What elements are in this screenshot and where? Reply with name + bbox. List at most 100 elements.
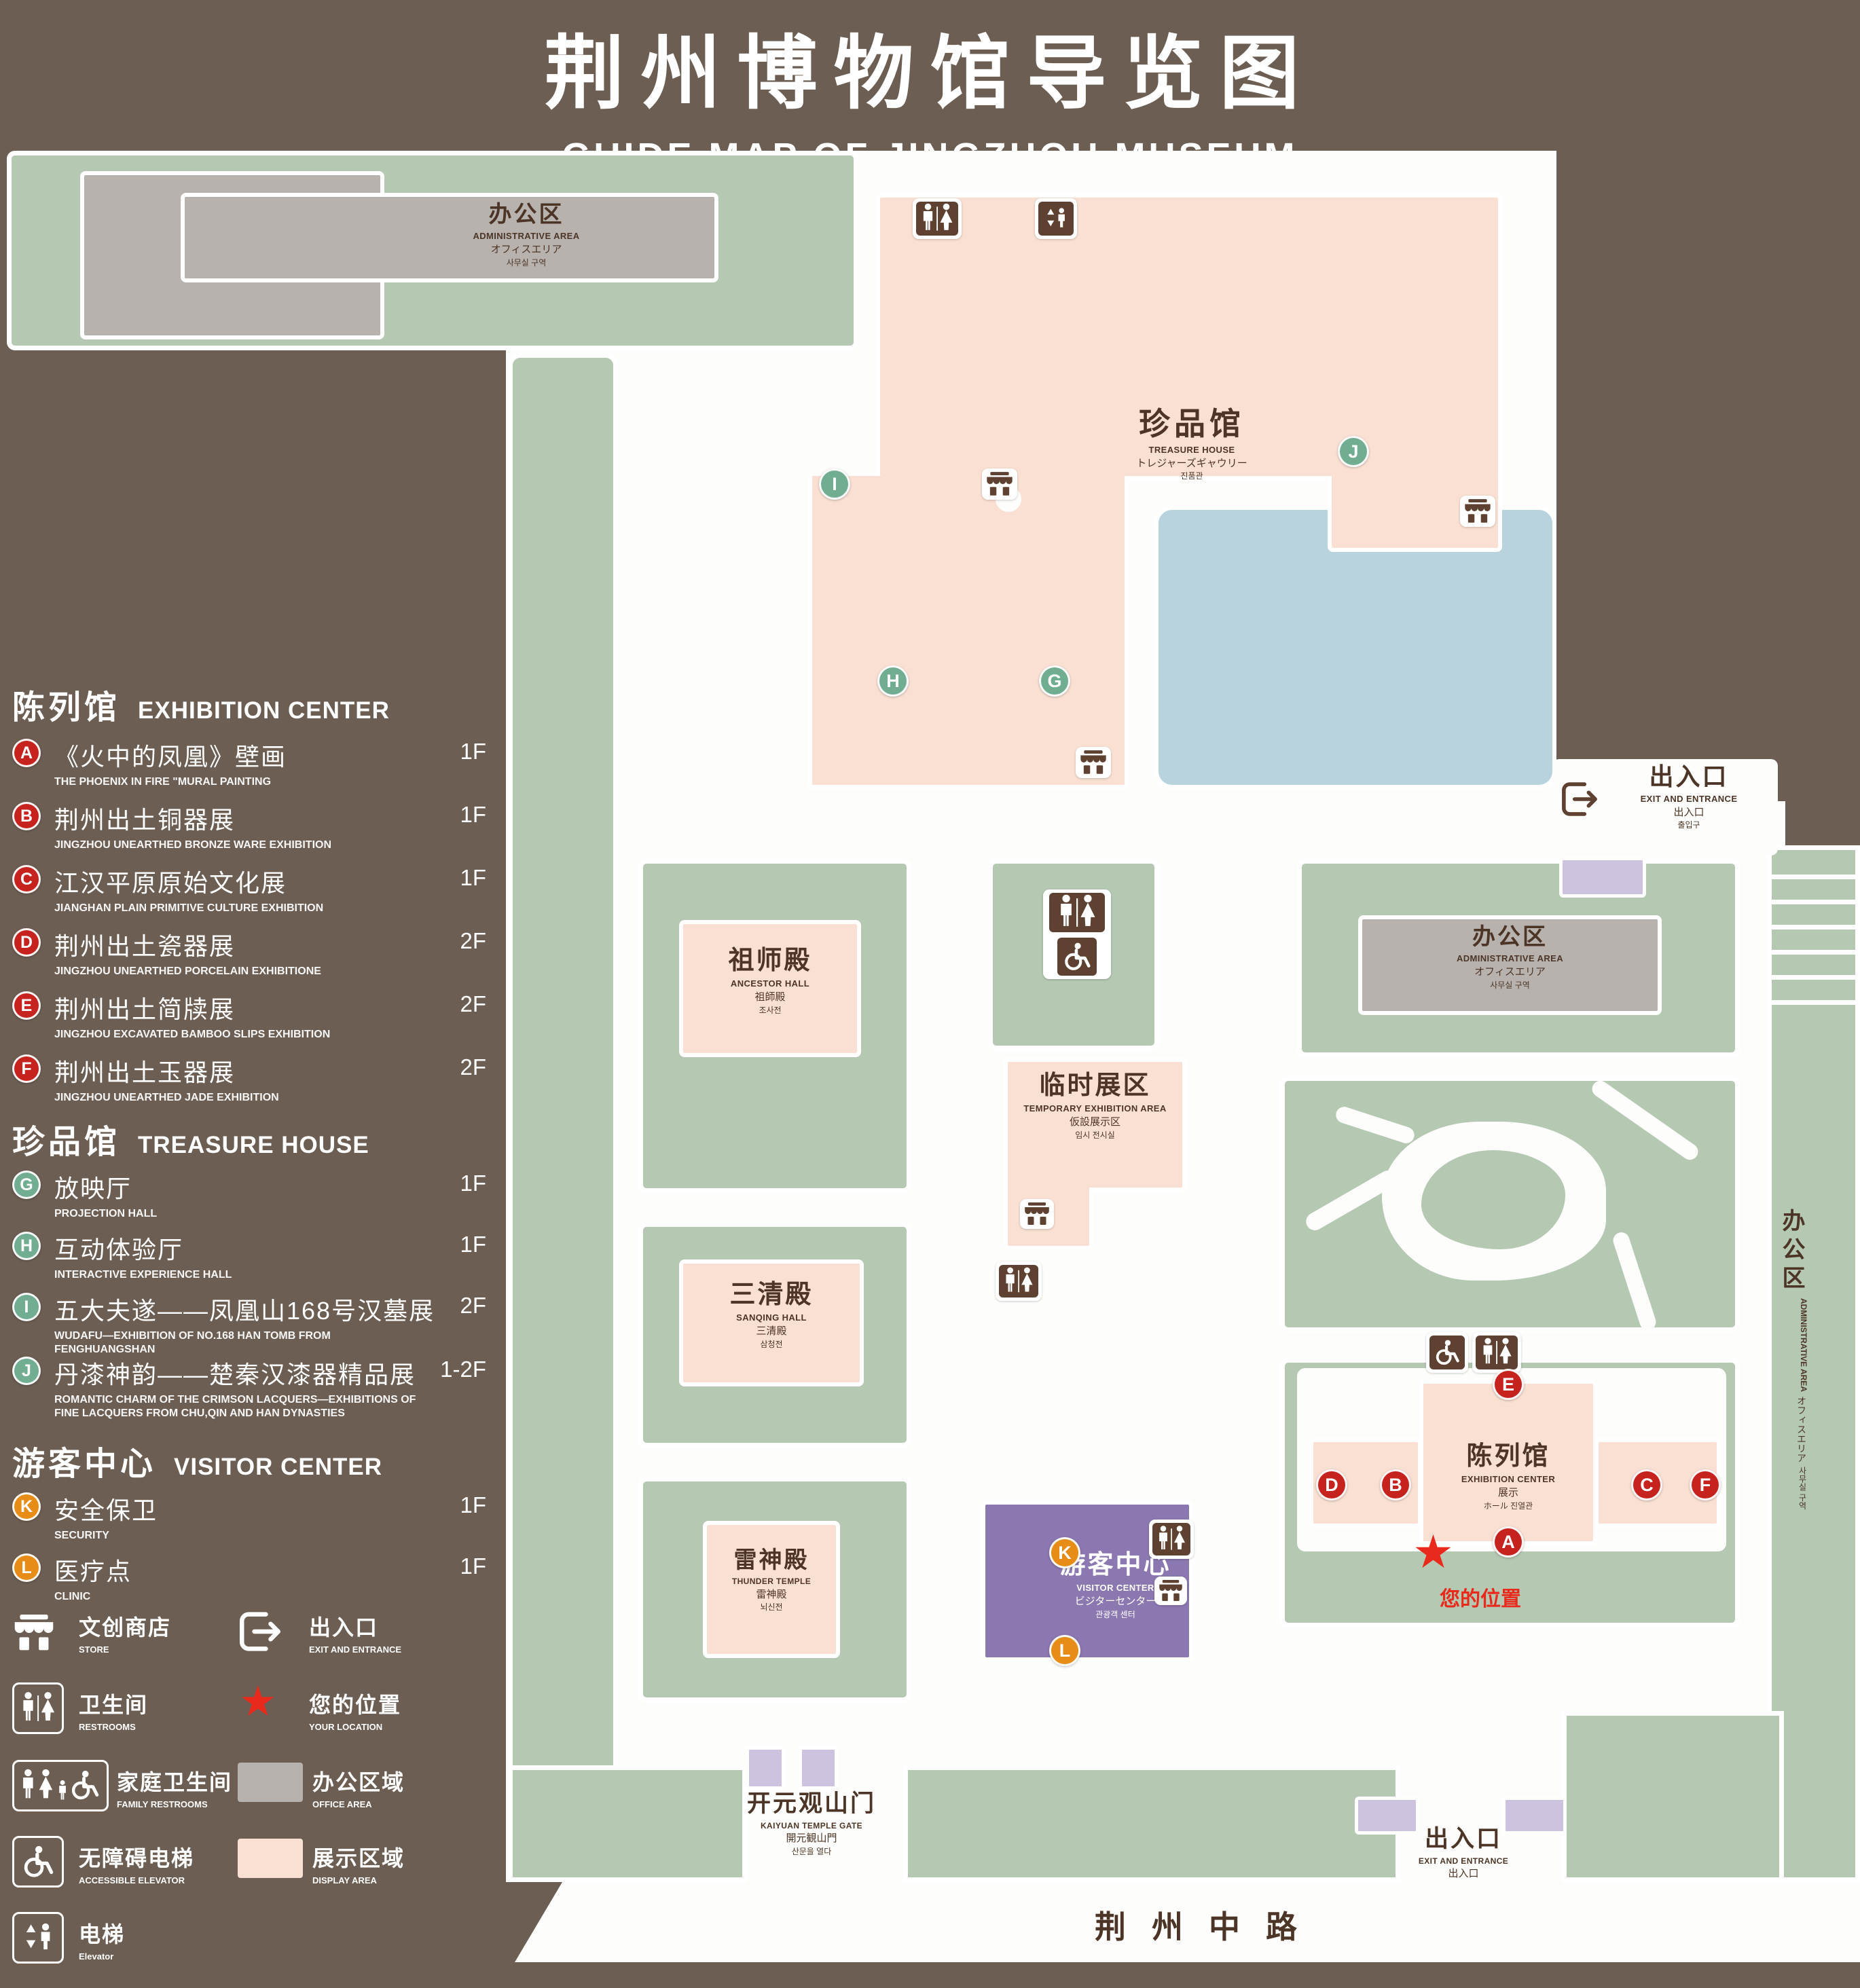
treasure-label-ja: トレジャーズギャウリー [1136, 457, 1247, 469]
legend-item-d: D 荆州出土瓷器展 JINGZHOU UNEARTHED PORCELAIN E… [12, 927, 501, 978]
office-area-swatch [238, 1763, 303, 1802]
east-strip-steps [1772, 854, 1855, 1006]
map-marker-g: G [1039, 665, 1070, 697]
thunder-label-ja: 雷神殿 [756, 1589, 787, 1601]
thunder-temple-building [703, 1521, 840, 1658]
legend-display-label: 展示区域 DISPLAY AREA [312, 1841, 405, 1885]
elevator-icon [12, 1912, 64, 1964]
legend-store-label: 文创商店 STORE [79, 1610, 171, 1655]
treasure-house-main [876, 194, 1502, 480]
visitor-label-en: VISITOR CENTER [1076, 1583, 1154, 1594]
admin-mid-label: 办公区 ADMINISTRATIVE AREA オフィスエリア 사무실 구역 [1358, 923, 1662, 990]
visitor-label-ko: 관광객 센터 [1095, 1609, 1135, 1619]
admin-mid-label-zh: 办公区 [1472, 924, 1548, 950]
legend-item-en: JINGZHOU EXCAVATED BAMBOO SLIPS EXHIBITI… [54, 1029, 331, 1040]
legend-restroom-label: 卫生间 RESTROOMS [79, 1688, 148, 1732]
thunder-label-en: THUNDER TEMPLE [731, 1577, 812, 1587]
temporary-store-badge [1020, 1199, 1054, 1229]
legend-item-zh: 荆州出土玉器展 [54, 1059, 236, 1086]
legend-section-visitor: 游客中心 VISITOR CENTER [12, 1437, 382, 1484]
map-marker-l: L [1049, 1635, 1080, 1666]
thunder-temple-island [638, 1477, 911, 1702]
symbol-en: EXIT AND ENTRANCE [309, 1644, 402, 1655]
south-exit-booth-west [1355, 1797, 1419, 1835]
temporary-label: 临时展区 TEMPORARY EXHIBITION AREA 仮設展示区 임시 … [1004, 1070, 1186, 1140]
south-west-green [508, 1765, 747, 1882]
map-marker-k: K [1049, 1537, 1080, 1568]
admin-nw-label-en: ADMINISTRATIVE AREA [473, 231, 580, 242]
legend-item-en: WUDAFU—EXHIBITION OF NO.168 HAN TOMB FRO… [54, 1330, 331, 1355]
admin-east-label-en: ADMINISTRATIVE AREA [1799, 1298, 1808, 1392]
admin-mid-building [1358, 915, 1662, 1015]
legend-accessible-elevator-label: 无障碍电梯 ACCESSIBLE ELEVATOR [79, 1841, 194, 1885]
road-label: 荆州中路 [1095, 1909, 1323, 1945]
legend-item-c: C 江汉平原原始文化展 JIANGHAN PLAIN PRIMITIVE CUL… [12, 864, 501, 915]
exhibition-label-ko: ホール 진열관 [1483, 1501, 1533, 1511]
legend-item-floor: 1F [460, 1553, 486, 1579]
legend-section-treasure: 珍品馆 TREASURE HOUSE [12, 1115, 369, 1162]
elevator-icon [1038, 202, 1074, 236]
admin-east-label: 办公区 ADMINISTRATIVE AREA オフィスエリア 사무실 구역 [1775, 1209, 1808, 1589]
visitor-store-badge [1154, 1577, 1187, 1605]
marker-c: C [12, 865, 41, 894]
marker-h: H [12, 1232, 41, 1260]
symbol-zh: 出入口 [309, 1615, 379, 1640]
marker-f: F [12, 1054, 41, 1083]
admin-nw-building-bar [181, 193, 718, 282]
ancestor-label: 祖师殿 ANCESTOR HALL 祖師殿 조사전 [679, 945, 861, 1015]
exit-icon [238, 1610, 282, 1653]
treasure-store-badge-1 [982, 468, 1017, 500]
legend-item-g: G 放映厅 PROJECTION HALL 1F [12, 1169, 501, 1221]
accessible-elevator-icon [1429, 1336, 1465, 1369]
treasure-elevator-badge [1035, 198, 1077, 239]
map-marker-d: D [1316, 1469, 1347, 1501]
legend-item-en: ROMANTIC CHARM OF THE CRIMSON LACQUERS—E… [54, 1394, 416, 1419]
exit-icon [1561, 781, 1599, 817]
exhibition-restroom-badge [1472, 1332, 1521, 1373]
marker-b: B [12, 802, 41, 830]
symbol-en: STORE [79, 1644, 109, 1655]
south-center-green [903, 1765, 1400, 1882]
symbol-zh: 文创商店 [79, 1615, 172, 1640]
legend-item-en: PROJECTION HALL [54, 1208, 158, 1219]
thunder-label-zh: 雷神殿 [733, 1547, 809, 1573]
symbol-zh: 无障碍电梯 [79, 1846, 195, 1871]
legend-item-zh: 安全保卫 [54, 1496, 158, 1524]
ne-exit-label: 出入口 EXIT AND ENTRANCE 出入口 출입구 [1604, 762, 1774, 830]
legend-family-label: 家庭卫生间 FAMILY RESTROOMS [117, 1765, 232, 1809]
treasure-label: 珍品馆 TREASURE HOUSE トレジャーズギャウリー 진품관 [1080, 405, 1304, 481]
accessible-restroom-icon [1057, 938, 1097, 976]
temporary-exhibition-building [1004, 1058, 1186, 1192]
your-location-star: ★ [1412, 1526, 1454, 1578]
ancestor-hall-building [679, 920, 861, 1057]
legend-section-exhibition: 陈列馆 EXHIBITION CENTER [12, 680, 390, 728]
legend-item-en: SECURITY [54, 1530, 109, 1541]
marker-e: E [12, 991, 41, 1020]
visitor-label: 游客中心 VISITOR CENTER ビジターセンター 관광객 센터 [1046, 1549, 1185, 1619]
legend-item-zh: 放映厅 [54, 1175, 132, 1202]
south-exit-label-zh: 出入口 [1424, 1826, 1502, 1852]
legend-item-floor: 2F [460, 991, 486, 1016]
legend-item-floor: 1-2F [440, 1357, 486, 1382]
admin-nw-label-ko: 사무실 구역 [506, 257, 547, 268]
your-location-star-icon: ★ [239, 1678, 277, 1725]
symbol-zh: 家庭卫生间 [117, 1770, 233, 1794]
section-title-zh: 游客中心 [12, 1446, 157, 1482]
legend-item-zh: 医疗点 [54, 1558, 132, 1585]
legend-item-j: J 丹漆神韵——楚秦汉漆器精品展 ROMANTIC CHARM OF THE C… [12, 1355, 501, 1420]
legend-item-zh: 荆州出土瓷器展 [54, 932, 236, 960]
restroom-icon [1049, 893, 1105, 932]
legend-item-zh: 丹漆神韵——楚秦汉漆器精品展 [54, 1361, 416, 1388]
ancestor-label-en: ANCESTOR HALL [730, 978, 810, 989]
thunder-label: 雷神殿 THUNDER TEMPLE 雷神殿 뇌신전 [703, 1547, 840, 1613]
exhibition-label: 陈列馆 EXHIBITION CENTER 展示 ホール 진열관 [1423, 1441, 1594, 1511]
legend-item-zh: 江汉平原原始文化展 [54, 869, 287, 897]
symbol-en: ACCESSIBLE ELEVATOR [79, 1875, 185, 1885]
map-marker-i: I [819, 468, 850, 500]
ne-exit-label-ja: 出入口 [1673, 806, 1704, 818]
symbol-en: Elevator [79, 1951, 114, 1962]
map-marker-a: A [1493, 1526, 1524, 1558]
gate-label-zh: 开元观山门 [746, 1790, 876, 1817]
legend-item-zh: 荆州出土铜器展 [54, 806, 236, 834]
treasure-label-zh: 珍品馆 [1139, 406, 1245, 441]
